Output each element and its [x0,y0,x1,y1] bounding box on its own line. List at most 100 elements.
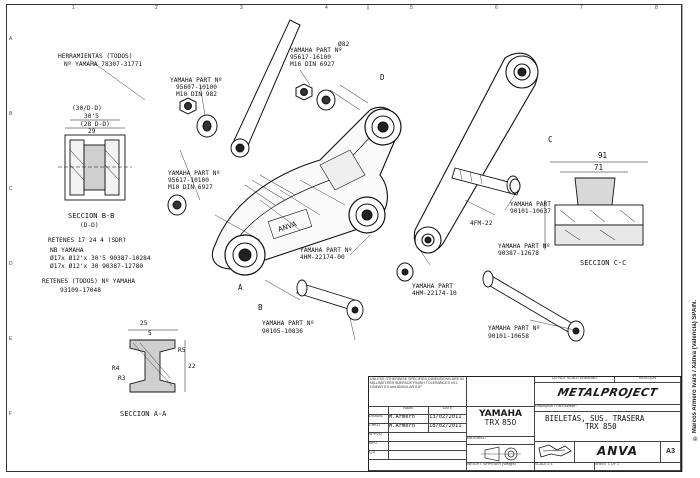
note-part3: YAMAHA PART Nº [290,47,342,54]
dim-r3: R3 [118,375,126,382]
logo-cell: METALPROJECT [535,383,681,405]
svg-text:F: F [9,411,12,417]
label-seccion-cc: SECCION C-C [580,259,626,267]
note-part1: YAMAHA PART Nº [170,77,222,84]
checked-date: 18/02/2011 [429,424,467,433]
checked-name: M.Armero [389,424,429,433]
svg-text:3: 3 [240,5,243,11]
label-mfg: MFG [369,442,389,451]
dim-dd-section: (30/D-D) [72,105,102,112]
dim-91: 91 [598,151,607,160]
ref-82: Ø82 [338,40,349,48]
svg-text:1: 1 [72,5,75,11]
washer-stack-left [167,97,218,216]
svg-text:6: 6 [495,5,498,11]
brand-cell: YAMAHA TRX 850 [467,407,535,437]
mfg-blank [389,442,467,451]
metalproject-logo-icon [538,444,572,458]
bolt-lower-right [482,270,585,342]
scale: SCALE:1:1 [535,463,595,471]
note-retenes: RETENES 17 24 4 (SDR) [48,237,126,244]
note-part6: YAMAHA PART Nº [488,325,540,332]
title-line-2: TRX 850 [585,421,617,431]
nut-lower-link [396,178,521,282]
copyright-credit: © Marcos Armero Ivars / Xàtiva (Valencia… [692,300,698,441]
note-part7: YAMAHA PART Nº [498,243,550,250]
dim-71: 71 [594,163,603,172]
bushing-left [224,234,266,276]
note-herramientas-ref: Nº YAMAHA 78307-31771 [64,61,143,68]
svg-text:7: 7 [580,5,583,11]
note-bearing-1: Ø17x Ø12'x 30'5 90387-10284 [50,254,151,262]
label-checked: CHK'D [369,424,389,433]
dim-5: 5 [148,330,152,337]
drawn-date: 13/02/2011 [429,415,467,424]
anva-cell: ANVA [575,442,661,463]
weight-label: WEIGHT: S/HPESER (Weight) [467,463,535,471]
projection-symbol-icon [481,446,521,462]
note-part4: YAMAHA PART Nº [300,247,352,254]
svg-text:D: D [9,261,13,267]
ref-c: C [548,135,553,144]
dont-scale: DO NOT SCALE DRAWING [535,377,615,383]
hdr-date: DATE [429,407,467,415]
note-part7-no: 90387-12678 [498,250,539,257]
label-qa: Q.A [369,451,389,460]
note-part1-no: 95607-10100 [176,84,217,91]
dim-r5: R5 [178,347,186,354]
sheet-size: A3 [661,442,681,463]
note-part2-no: 95617-10100 [168,177,209,184]
title-line-1: BIELETAS, SUS. TRASERA [545,414,645,423]
anva-logo: ANVA [596,444,639,458]
note-m10-din6927: M10 DIN 6927 [168,184,213,191]
label-approved: APPV'D [369,433,389,442]
note-part8: YAMAHA PART [510,201,551,208]
svg-text:2: 2 [155,5,158,11]
title-block: UNLESS OTHERWISE SPECIFIED DIMENSIONS AR… [368,376,682,472]
bottom-left-blank [369,460,467,471]
svg-text:B: B [9,111,13,117]
title-cell: BIELETAS, SUS. TRASERA TRX 850 [535,412,681,442]
ref-a: A [238,283,243,292]
ref-4fm: 4FM-22 [470,220,493,227]
note-part5: YAMAHA PART Nº [262,320,314,327]
description-label: Description / Part number: [535,405,681,412]
note-part5-no: 90105-10836 [262,328,303,335]
section-cc [544,161,648,250]
qa-blank [389,451,467,460]
hdr-blank [369,407,389,415]
border-column-labels: 1 2 3 4 5 6 7 8 [72,5,658,11]
note-m10-din982: M10 DIN 982 [176,91,217,98]
note-retenes-todos: RETENES (TODOS) Nº YAMAHA [42,278,135,285]
section-aa [128,329,186,393]
logo-metal-small [535,442,575,463]
model: TRX 850 [484,418,517,428]
hatching [244,84,369,206]
section-bb [58,119,132,201]
label-seccion-bb: SECCION B-B [68,212,114,220]
brand: YAMAHA [478,409,523,419]
label-seccion-bb-sub: (D-D) [80,222,99,229]
ref-b: B [258,303,263,312]
note-part8-no: 90101-10637 [510,208,551,215]
bolt-lower-mid [296,279,364,321]
project-logo: METALPROJECT [556,386,659,399]
bushing-right [348,196,386,234]
dim-r4: R4 [112,365,120,372]
hdr-name: NAME [389,407,429,415]
label-drawn: DRAWN [369,415,389,424]
note-part9-no: 4HM-22174-10 [412,290,457,297]
note-nb-yamaha: NB YAMAHA [50,247,84,254]
svg-text:5: 5 [410,5,413,11]
svg-text:A: A [9,36,13,42]
sheet-number: SHEET 1 OF 1 [595,463,681,471]
svg-text:E: E [9,336,13,342]
approved-blank [389,433,467,442]
note-herramientas: HERRAMIENTAS (TODOS) [58,53,133,60]
projection-symbol-cell [467,445,535,463]
washer-stack-top [295,83,336,111]
leader-lines [89,59,576,341]
upper-rod [230,19,301,158]
note-part2: YAMAHA PART Nº [168,170,220,177]
